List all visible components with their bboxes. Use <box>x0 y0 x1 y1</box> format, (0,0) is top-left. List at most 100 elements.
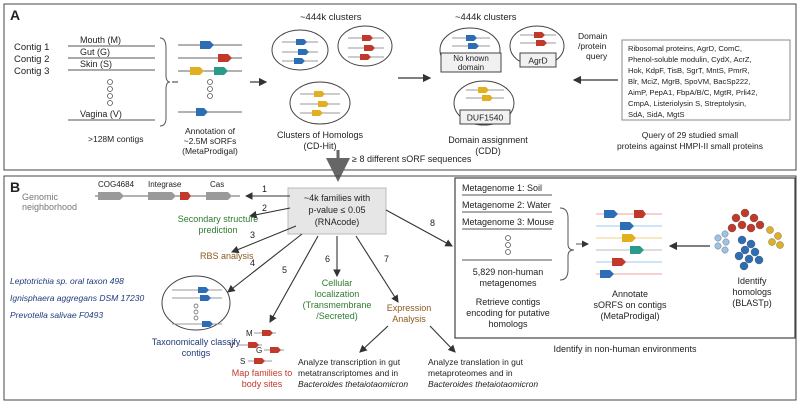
transcription-2: metatranscriptomes and in <box>298 368 398 378</box>
site-vagina: Vagina (V) <box>80 109 122 119</box>
families-line-3: (RNAcode) <box>315 217 360 227</box>
expression-1: Expression <box>387 303 432 313</box>
rbs-analysis: RBS analysis <box>200 251 254 261</box>
gene-arrow-cas <box>206 192 232 200</box>
panel-a-label: A <box>10 7 20 23</box>
annotated-nonhuman-contigs <box>596 210 662 278</box>
clusters-caption-2: (CD-Hit) <box>304 141 337 151</box>
clusters-count-1: ~444k clusters <box>300 12 362 23</box>
map-families-1: Map families to <box>232 368 293 378</box>
homolog-dot-clusters <box>714 208 784 271</box>
families-box <box>287 187 387 235</box>
identify-3: (BLASTp) <box>732 298 772 308</box>
gene-arrow-integrase <box>148 192 176 200</box>
taxonomy-contigs <box>172 287 222 327</box>
no-domain-line-2: domain <box>458 63 484 72</box>
contig-1-label: Contig 1 <box>14 42 49 53</box>
panel-b: B ~4k families with p-value ≤ 0.05 (RNAc… <box>3 175 797 401</box>
gene-cas: Cas <box>210 180 224 189</box>
domain-assignment-2: (CDD) <box>475 146 501 156</box>
site-bracket <box>159 37 171 127</box>
sorf-arrow-yellow <box>190 67 204 75</box>
retrieve-3: homologs <box>488 319 528 329</box>
species-1: Leptotrichia sp. oral taxon 498 <box>10 276 124 286</box>
transcription-3: Bacteroides thetaiotaomicron <box>298 379 408 389</box>
edge-number: 4 <box>250 258 255 268</box>
duf1540-label: DUF1540 <box>467 113 504 123</box>
site-gut: Gut (G) <box>80 47 110 57</box>
sorf-arrow-red <box>180 192 191 200</box>
site-lines <box>68 45 155 121</box>
query-caption-1: Query of 29 studied small <box>642 130 738 140</box>
edge-number: 6 <box>325 254 330 264</box>
sorf-arrow-red <box>218 54 232 62</box>
edge-numbers: 1 2 3 4 5 6 7 8 <box>250 184 435 275</box>
nonhuman-caption: Identify in non-human environments <box>553 344 697 354</box>
cellular-2: localization <box>315 289 360 299</box>
families-line-1: ~4k families with <box>304 193 370 203</box>
sorf-arrow-teal <box>214 67 228 75</box>
domain-query-2: /protein <box>578 41 607 51</box>
domain-query-3: query <box>586 51 608 61</box>
sorf-arrow-blue-2 <box>196 108 208 116</box>
ellipsis-dots-metagenomes <box>505 235 511 255</box>
taxonomy-circle <box>161 275 231 331</box>
agrd-label: AgrD <box>528 56 547 66</box>
site-skin: Skin (S) <box>80 59 112 69</box>
protein-list-line: Blr, MciZ, MgrB, SpoVM, BacSp222, <box>628 77 750 86</box>
query-caption-2: proteins against HMPI-II small proteins <box>617 141 763 151</box>
protein-list-line: Phenol-soluble modulin, CydX, AcrZ, <box>628 55 752 64</box>
cluster-members <box>282 35 384 116</box>
nonhuman-count-1: 5,829 non-human <box>473 267 544 277</box>
translation-2: metaproteomes and in <box>428 368 513 378</box>
clusters-count-2: ~444k clusters <box>455 12 517 23</box>
duf1540-box <box>459 109 511 125</box>
ellipsis-dots-sites <box>107 79 113 106</box>
annotate-3: (MetaProdigal) <box>600 311 659 321</box>
metagenome-soil: Metagenome 1: Soil <box>462 183 542 193</box>
expression-2: Analysis <box>392 314 426 324</box>
bodysite-map: M V G S <box>229 329 284 366</box>
taxon-caption-2: contigs <box>182 348 211 358</box>
annotate-1: Annotate <box>612 289 648 299</box>
branch-arrows <box>227 192 456 353</box>
gene-integrase: Integrase <box>148 180 182 189</box>
edge-number: 8 <box>430 218 435 228</box>
annotate-2: sORFS on contigs <box>593 300 667 310</box>
agrd-box <box>519 52 557 68</box>
families-line-2: p-value ≤ 0.05 <box>309 205 366 215</box>
cellular-1: Cellular <box>322 278 353 288</box>
protein-list-line: Hok, KdpF, TisB, SgrT, MntS, PmrR, <box>628 66 750 75</box>
metagenome-bracket <box>559 207 575 281</box>
panel-b-label: B <box>10 179 20 195</box>
species-2: Ignisphaera aggregans DSM 17230 <box>10 293 144 303</box>
edge-number: 7 <box>384 254 389 264</box>
contig-3-label: Contig 3 <box>14 66 49 77</box>
gene-cog4684: COG4684 <box>98 180 135 189</box>
edge-number: 2 <box>262 203 267 213</box>
contig-2-label: Contig 2 <box>14 54 49 65</box>
protein-list-line: SdA, SidA, MgtS <box>628 110 685 119</box>
protein-list-line: AimP, PepA1, FbpA/B/C, MgtR, Prli42, <box>628 88 757 97</box>
identify-1: Identify <box>737 276 767 286</box>
nonhuman-count-2: metagenomes <box>479 278 537 288</box>
protein-list: Ribosomal proteins, AgrD, ComC, Phenol-s… <box>628 44 757 119</box>
secondary-line-2: prediction <box>198 225 237 235</box>
contig-count: >128M contigs <box>88 134 144 144</box>
cluster-circles <box>271 25 393 125</box>
taxon-caption-1: Taxonomically classify <box>152 337 241 347</box>
protein-list-line: Ribosomal proteins, AgrD, ComC, <box>628 44 742 53</box>
protein-list-line: CmpA, Listeriolysin S, Streptolysin, <box>628 99 746 108</box>
annotation-line-1: Annotation of <box>185 126 236 136</box>
edge-number: 1 <box>262 184 267 194</box>
sorf-arrow-blue <box>200 41 214 49</box>
translation-3: Bacteroides thetaiotaomicron <box>428 379 538 389</box>
site-mouth: Mouth (M) <box>80 35 121 45</box>
no-domain-box <box>440 52 502 73</box>
bodysite-letter: G <box>256 346 262 355</box>
no-domain-line-1: No known <box>453 54 489 63</box>
domain-assignment-1: Domain assignment <box>448 135 528 145</box>
transcription-1: Analyze transcription in gut <box>298 357 401 367</box>
cellular-3: (Transmembrane <box>303 300 372 310</box>
species-3: Prevotella salivae F0493 <box>10 310 103 320</box>
